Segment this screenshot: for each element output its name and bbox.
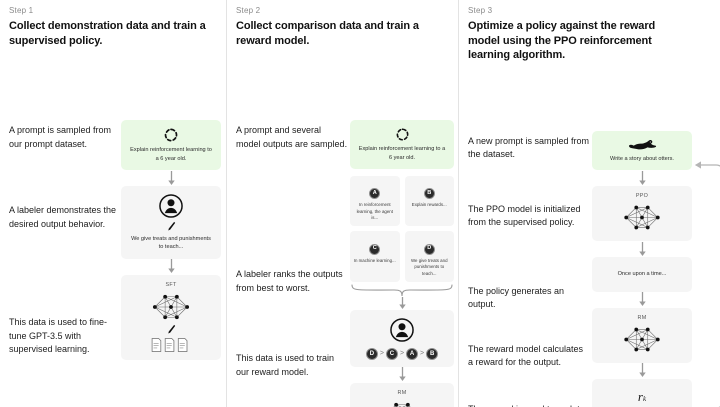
pencil-icon: [127, 221, 215, 232]
output-badge: B: [423, 188, 435, 200]
output-card: Once upon a time...: [592, 257, 692, 292]
output-card-c: C In machine learning...: [350, 231, 400, 282]
step-1-caption-3: This data is used to fine-tune GPT-3.5 w…: [9, 317, 108, 354]
prompt-card-text: Write a story about otters.: [610, 155, 674, 162]
output-text: We give treats and punishments to teach.…: [410, 257, 448, 276]
step-3-caption-5: The reward is used to update the policy …: [468, 403, 590, 407]
step-2-caption-3: This data is used to train our reward mo…: [236, 353, 335, 377]
ppo-card: PPO: [592, 186, 692, 242]
step-3-title: Optimize a policy against the reward mod…: [468, 20, 656, 62]
output-badge: D: [423, 243, 435, 255]
output-text: Explain rewards...: [411, 202, 447, 208]
ranking-row: D > C > A > B: [356, 347, 448, 360]
feedback-loop-arrow-icon: [695, 161, 720, 407]
labeler-card: We give treats and punishments to teach.…: [121, 186, 221, 259]
rank-separator: >: [420, 350, 425, 358]
arrow-down-icon: [350, 367, 454, 383]
neural-network-icon: [356, 398, 448, 407]
reward-subscript: k: [642, 394, 647, 403]
step-2-title: Collect comparison data and train a rewa…: [236, 20, 419, 47]
output-badge: A: [369, 188, 381, 200]
rm-card-label: RM: [397, 389, 407, 396]
output-card-text: Once upon a time...: [617, 271, 667, 278]
step-2-caption-1: A prompt and several model outputs are s…: [236, 125, 348, 149]
step-1-caption-2: A labeler demonstrates the desired outpu…: [9, 205, 117, 229]
labeler-card-text: We give treats and punishments to teach.…: [131, 236, 211, 251]
arrow-down-icon: [350, 296, 454, 310]
arrow-down-icon: [592, 363, 692, 379]
reward-symbol: r: [637, 388, 643, 404]
step-3-label: Step 3: [468, 6, 493, 15]
dashed-circle-icon: [127, 127, 215, 143]
rm-card: RM: [592, 307, 692, 363]
ranker-card: D > C > A > B: [350, 309, 454, 367]
prompt-card-text: Explain reinforcement learning to a 6 ye…: [358, 146, 446, 161]
output-card-d: D We give treats and punishments to teac…: [404, 231, 454, 282]
rank-badge-4: B: [426, 347, 439, 360]
step-1-title: Collect demonstration data and train a s…: [9, 20, 206, 47]
dashed-circle-icon: [356, 127, 448, 142]
step-2-label: Step 2: [236, 6, 261, 15]
step-2-column: Step 2 Collect comparison data and train…: [226, 0, 458, 407]
step-3-caption-3: The policy generates an output.: [468, 285, 565, 310]
prompt-card: Explain reinforcement learning to a 6 ye…: [121, 120, 221, 171]
rm-card: RM: [350, 382, 454, 407]
sft-card: SFT: [121, 274, 221, 360]
documents-icon: [127, 337, 215, 353]
step-1-label: Step 1: [9, 6, 34, 15]
step-3-caption-1: A new prompt is sampled from the dataset…: [468, 135, 590, 160]
step-1-column: Step 1 Collect demonstration data and tr…: [0, 0, 226, 407]
prompt-card: Explain reinforcement learning to a 6 ye…: [350, 120, 454, 170]
output-text: In machine learning...: [353, 257, 396, 263]
step-2-caption-2: A labeler ranks the outputs from best to…: [236, 269, 343, 293]
person-icon: [127, 193, 215, 219]
arrow-down-icon: [121, 259, 221, 275]
rank-badge-3: A: [406, 347, 419, 360]
arrow-down-icon: [121, 170, 221, 186]
step-2-flow: Explain reinforcement learning to a 6 ye…: [350, 120, 454, 407]
curly-brace-icon: [351, 284, 453, 296]
arrow-down-icon: [592, 241, 692, 257]
neural-network-icon: [127, 290, 215, 324]
rank-badge-2: C: [385, 347, 398, 360]
step-3-flow: Write a story about otters. PPO: [592, 130, 692, 407]
output-text: In reinforcement learning, the agent is.…: [356, 202, 393, 221]
person-icon: [356, 317, 448, 343]
pencil-icon: [127, 324, 215, 335]
prompt-card: Write a story about otters.: [592, 130, 692, 171]
rank-separator: >: [399, 350, 405, 358]
sft-card-label: SFT: [165, 281, 177, 288]
neural-network-icon: [598, 201, 686, 234]
step-3-column: Step 3 Optimize a policy against the rew…: [458, 0, 720, 407]
step-3-caption-4: The reward model calculates a reward for…: [468, 343, 584, 368]
model-outputs-grid: A In reinforcement learning, the agent i…: [350, 176, 454, 282]
arrow-down-icon: [592, 292, 692, 308]
step-1-caption-1: A prompt is sampled from our prompt data…: [9, 125, 112, 149]
otter-icon: [598, 138, 686, 152]
neural-network-icon: [598, 323, 686, 356]
ppo-card-label: PPO: [635, 193, 649, 200]
reward-card: rk: [592, 378, 692, 407]
rank-badge-1: D: [365, 347, 378, 360]
step-1-flow: Explain reinforcement learning to a 6 ye…: [121, 120, 221, 360]
output-card-a: A In reinforcement learning, the agent i…: [350, 176, 400, 227]
arrow-down-icon: [592, 170, 692, 186]
rm-card-label: RM: [637, 314, 647, 321]
rank-separator: >: [379, 350, 384, 358]
prompt-card-text: Explain reinforcement learning to a 6 ye…: [130, 147, 212, 162]
step-3-caption-2: The PPO model is initialized from the su…: [468, 203, 581, 228]
output-card-b: B Explain rewards...: [404, 176, 454, 227]
output-badge: C: [369, 243, 381, 255]
